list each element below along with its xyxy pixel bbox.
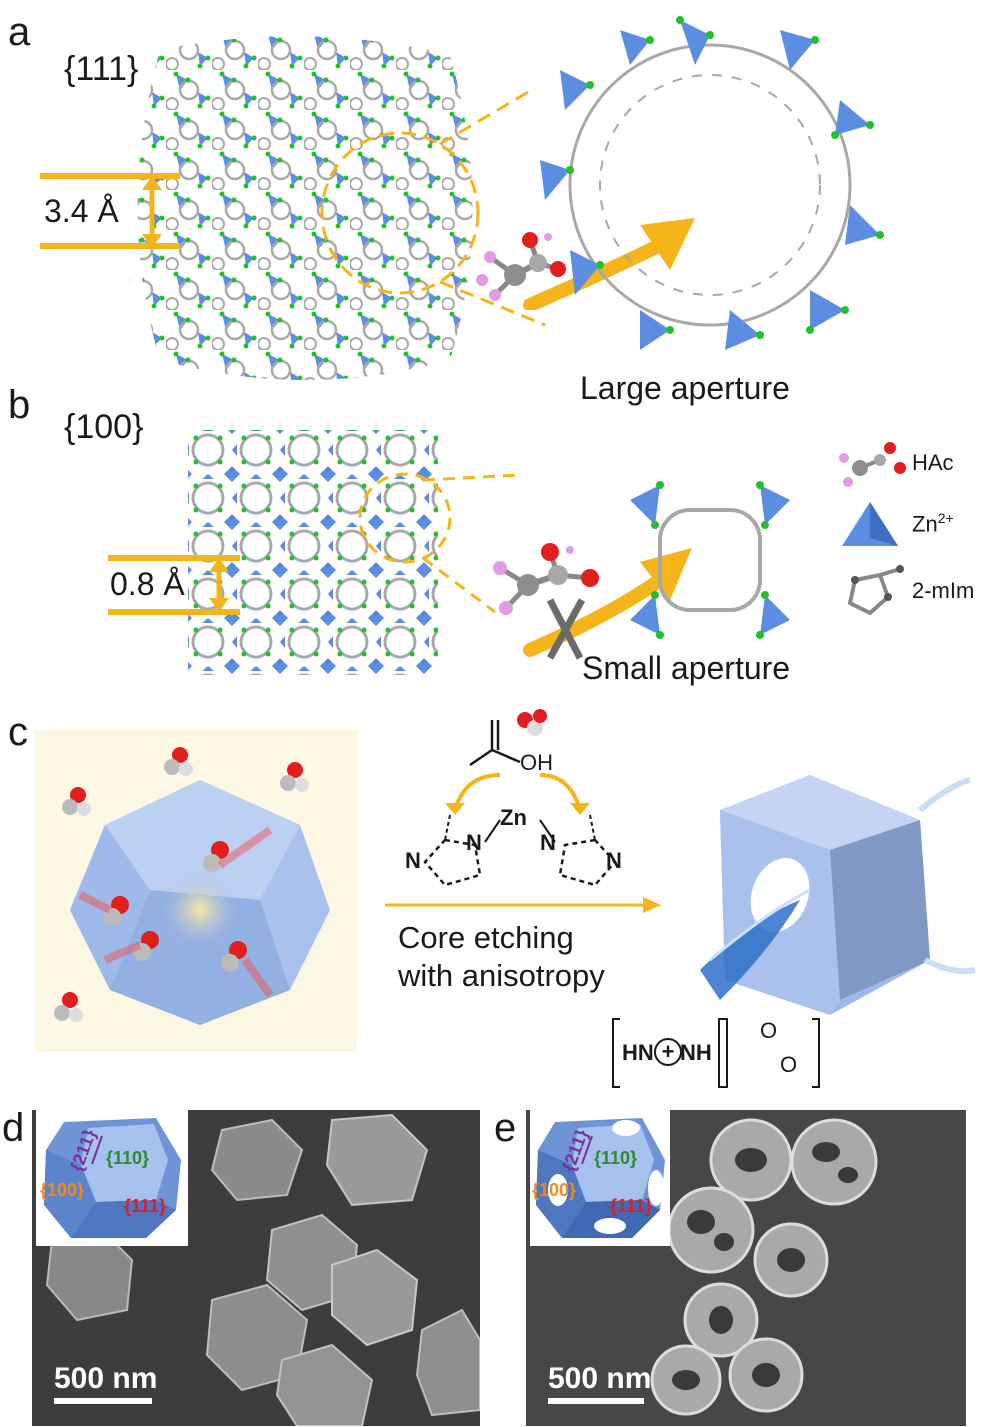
panel-b-letter: b: [8, 383, 31, 427]
product-o-top: O: [760, 1018, 778, 1043]
panel-b-lattice-100: [188, 430, 438, 675]
panel-e-inset-polyhedron: [536, 1118, 665, 1238]
panel-e-scalebar: [548, 1398, 644, 1404]
panel-c-process-line1: Core etching: [398, 920, 574, 955]
legend-zn-base: Zn: [912, 511, 938, 537]
panel-e-facet-100: {100}: [532, 1180, 577, 1200]
panel-b-blocked-arrow: [523, 548, 692, 660]
panel-a-aperture-size: 3.4 Å: [44, 193, 119, 229]
panel-e-inset: {211} {110} {100} {111}: [530, 1110, 670, 1246]
legend-zn-sup: 2+: [937, 510, 954, 526]
legend-zn-icon: [842, 502, 898, 546]
panel-b-hac-molecule: [493, 543, 599, 615]
panel-b-small-aperture-ring: [630, 481, 790, 639]
panel-d-facet-100: {100}: [40, 1180, 85, 1200]
panel-a-hac-molecule: [476, 232, 566, 301]
panel-d-sem-image: 500 nm: [32, 1110, 480, 1426]
panel-c-n-label-4: N: [606, 848, 622, 873]
panel-c-n-label-1: N: [466, 830, 482, 855]
panel-d-inset: {211} {110} {100} {111}: [36, 1110, 188, 1246]
panel-d-letter: d: [2, 1106, 25, 1150]
panel-c-acid-molecules: [54, 747, 309, 1022]
panel-d-inset-polyhedron: [44, 1118, 181, 1238]
panel-a-facet-label: {111}: [64, 50, 139, 88]
product-bracket-mid: [718, 1018, 728, 1088]
panel-c-letter: c: [8, 710, 28, 754]
panel-b-aperture-bar-bottom: [108, 609, 240, 615]
panel-c-zn-label: Zn: [500, 805, 527, 830]
panel-c-process-line2: with anisotropy: [398, 958, 605, 993]
panel-a-lattice-111: [137, 36, 473, 381]
panel-a-zoom-indicator: [320, 86, 546, 327]
legend-zn-label: Zn2+: [912, 510, 954, 537]
product-bracket-right: [812, 1018, 820, 1088]
product-o-minus: O: [780, 1052, 798, 1077]
panel-a-aperture-arrow: [142, 176, 162, 248]
panel-c-product: HN + NH O O: [612, 1018, 822, 1088]
panel-a-aperture-bar-top: [40, 173, 180, 179]
legend-hac-icon: [839, 442, 906, 487]
legend-2mim-icon: [847, 565, 904, 616]
panel-a-aperture-bar-bottom: [40, 243, 180, 249]
panel-c-n-label-2: N: [540, 830, 556, 855]
panel-d-facet-110: {110}: [106, 1148, 150, 1168]
panel-d-facet-111: {111}: [124, 1196, 167, 1216]
panel-d-scalebar: [54, 1398, 152, 1404]
legend-hac-label: HAc: [912, 450, 954, 475]
panel-b-facet-label: {100}: [64, 408, 144, 446]
panel-c-oh-label: OH: [520, 750, 553, 775]
panel-e-scale-label: 500 nm: [548, 1362, 652, 1395]
panel-e-letter: e: [494, 1106, 517, 1150]
panel-c-etched-crystal: [700, 775, 976, 1015]
product-bracket-left: [612, 1018, 620, 1088]
panel-e-sem-image: 500 nm: [526, 1110, 966, 1426]
panel-d-scale-label: 500 nm: [54, 1362, 158, 1395]
panel-e-facet-110: {110}: [594, 1148, 638, 1168]
panel-b-zoom-indicator: [358, 472, 521, 614]
panel-a-letter: a: [8, 10, 31, 54]
panel-b-caption: Small aperture: [582, 650, 791, 686]
panel-c-n-label-3: N: [405, 848, 421, 873]
product-plus: +: [661, 1039, 675, 1064]
panel-c-imidazolate-rings: [423, 814, 617, 887]
product-plus-circle: +: [654, 1038, 682, 1066]
panel-c-acetic-structure: [469, 709, 547, 767]
legend-2mim-label: 2-mIm: [912, 578, 975, 603]
panel-c-process-arrow: [385, 897, 661, 913]
panel-c-curved-arrows: [445, 773, 590, 815]
panel-a-large-aperture-ring: [540, 16, 884, 350]
panel-b-aperture-size: 0.8 Å: [110, 566, 185, 602]
panel-e-particles: [526, 1110, 966, 1426]
panel-b-aperture-bar-top: [108, 555, 240, 561]
product-nh: NH: [680, 1040, 712, 1065]
product-hn: HN: [622, 1040, 654, 1065]
panel-a-caption: Large aperture: [580, 370, 790, 406]
panel-b-aperture-arrow: [209, 558, 229, 612]
panel-e-facet-111: {111}: [610, 1196, 653, 1216]
